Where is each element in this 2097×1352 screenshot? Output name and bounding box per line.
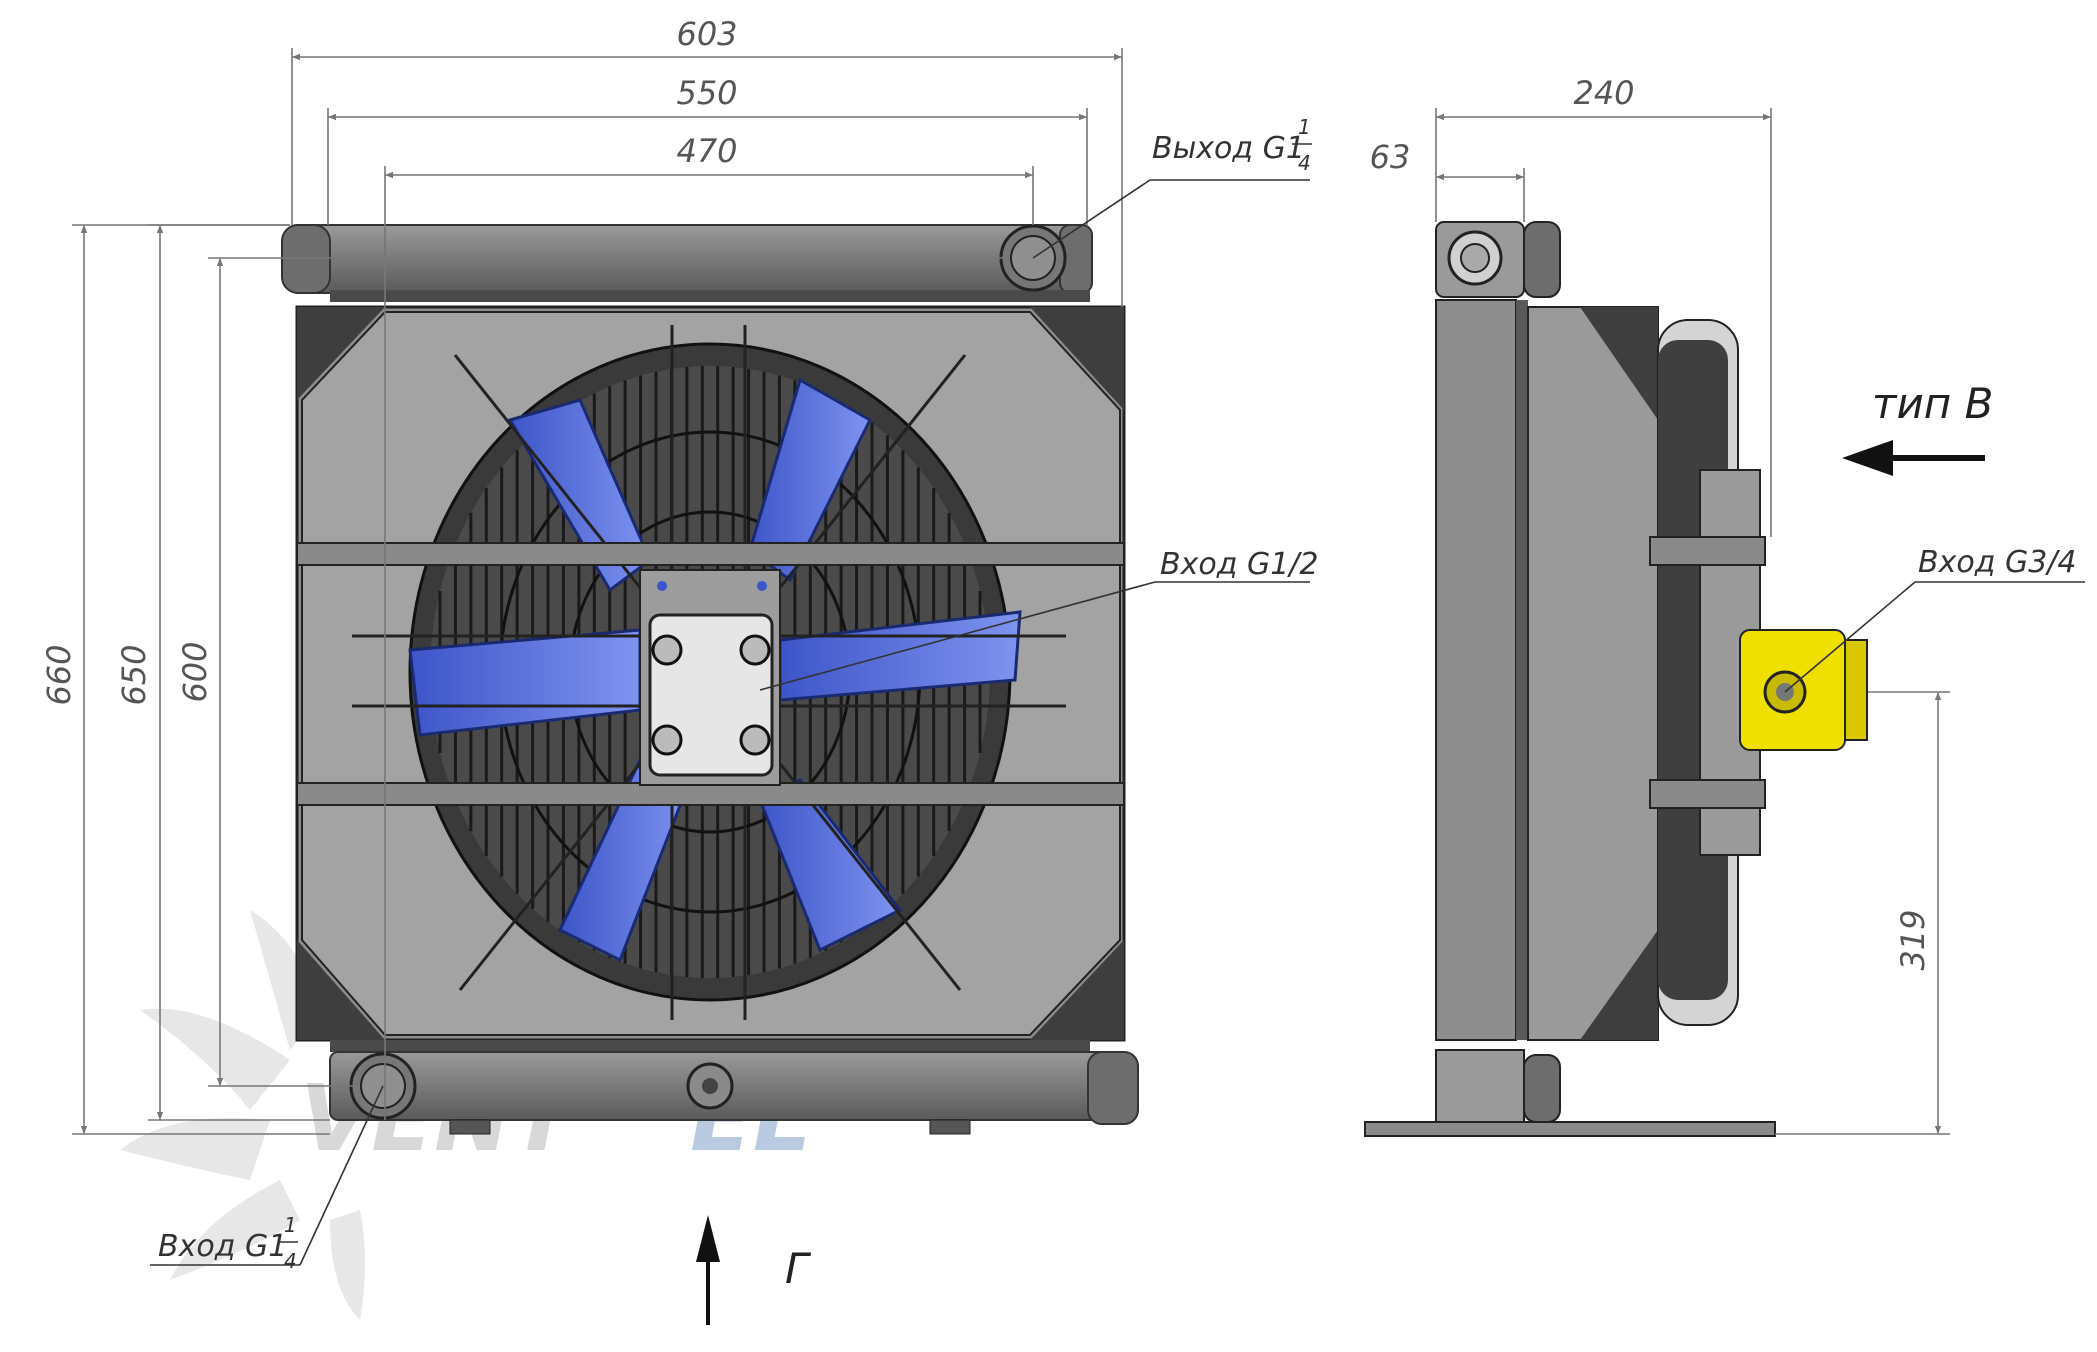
- view-label-b: тип В: [1872, 379, 1993, 428]
- fan-blade: [758, 778, 903, 953]
- outlet-top-den: 4: [1298, 151, 1311, 175]
- inlet-port-bottom: [349, 1052, 417, 1120]
- fan-blade: [748, 377, 872, 583]
- callout-inlet-center: Вход G1/2: [759, 547, 1319, 691]
- front-view: 603 550 470 660 650 600: [40, 15, 1319, 1325]
- view-arrow-g: Г: [696, 1215, 812, 1325]
- support-bars: [296, 542, 1125, 806]
- motor-mount: [639, 569, 781, 786]
- inlet-bottom-num: 1: [284, 1213, 297, 1237]
- callout-outlet-top: Выход G1 1 4: [1032, 115, 1312, 259]
- base-plate: [1364, 1121, 1776, 1137]
- dim-overall-width: 603: [676, 15, 737, 53]
- side-bottom-port: [1435, 1049, 1561, 1123]
- callout-inlet-side: Вход G3/4: [1784, 545, 2085, 693]
- inlet-center-label: Вход G1/2: [1160, 547, 1319, 582]
- outlet-top-label: Выход G1: [1152, 131, 1305, 166]
- dim-overall-height: 660: [40, 644, 78, 705]
- dim-port-offset: 63: [1370, 138, 1411, 176]
- drain-plug: [686, 1062, 734, 1110]
- side-dimensions: 240 63 319: [1370, 74, 1950, 1135]
- inlet-bottom-den: 4: [284, 1249, 297, 1273]
- view-label-g: Г: [785, 1244, 812, 1293]
- dim-height-mid: 650: [115, 644, 153, 705]
- dim-width-mid: 550: [676, 74, 737, 112]
- view-arrow-b: тип В: [1842, 379, 1993, 476]
- dim-port-height: 319: [1894, 909, 1932, 970]
- outlet-top-num: 1: [1298, 115, 1311, 139]
- side-top-port: [1435, 221, 1561, 298]
- top-manifold: [281, 224, 1093, 302]
- side-view: 240 63 319 Вход G3/4 тип В: [1364, 74, 2085, 1137]
- inlet-bottom-label: Вход G1: [158, 1229, 287, 1264]
- side-core: [1435, 299, 1517, 1041]
- dim-depth: 240: [1573, 74, 1634, 112]
- callout-inlet-bottom: Вход G1 1 4: [150, 1085, 384, 1273]
- side-shroud: [1527, 306, 1659, 1041]
- dim-width-inner: 470: [676, 132, 737, 170]
- bottom-manifold: [329, 1040, 1139, 1135]
- hydraulic-pump: [1739, 629, 1868, 751]
- dim-height-inner: 600: [176, 641, 214, 702]
- inlet-side-label: Вход G3/4: [1918, 545, 2077, 580]
- front-dimensions: 603 550 470 660 650 600: [40, 15, 1123, 1135]
